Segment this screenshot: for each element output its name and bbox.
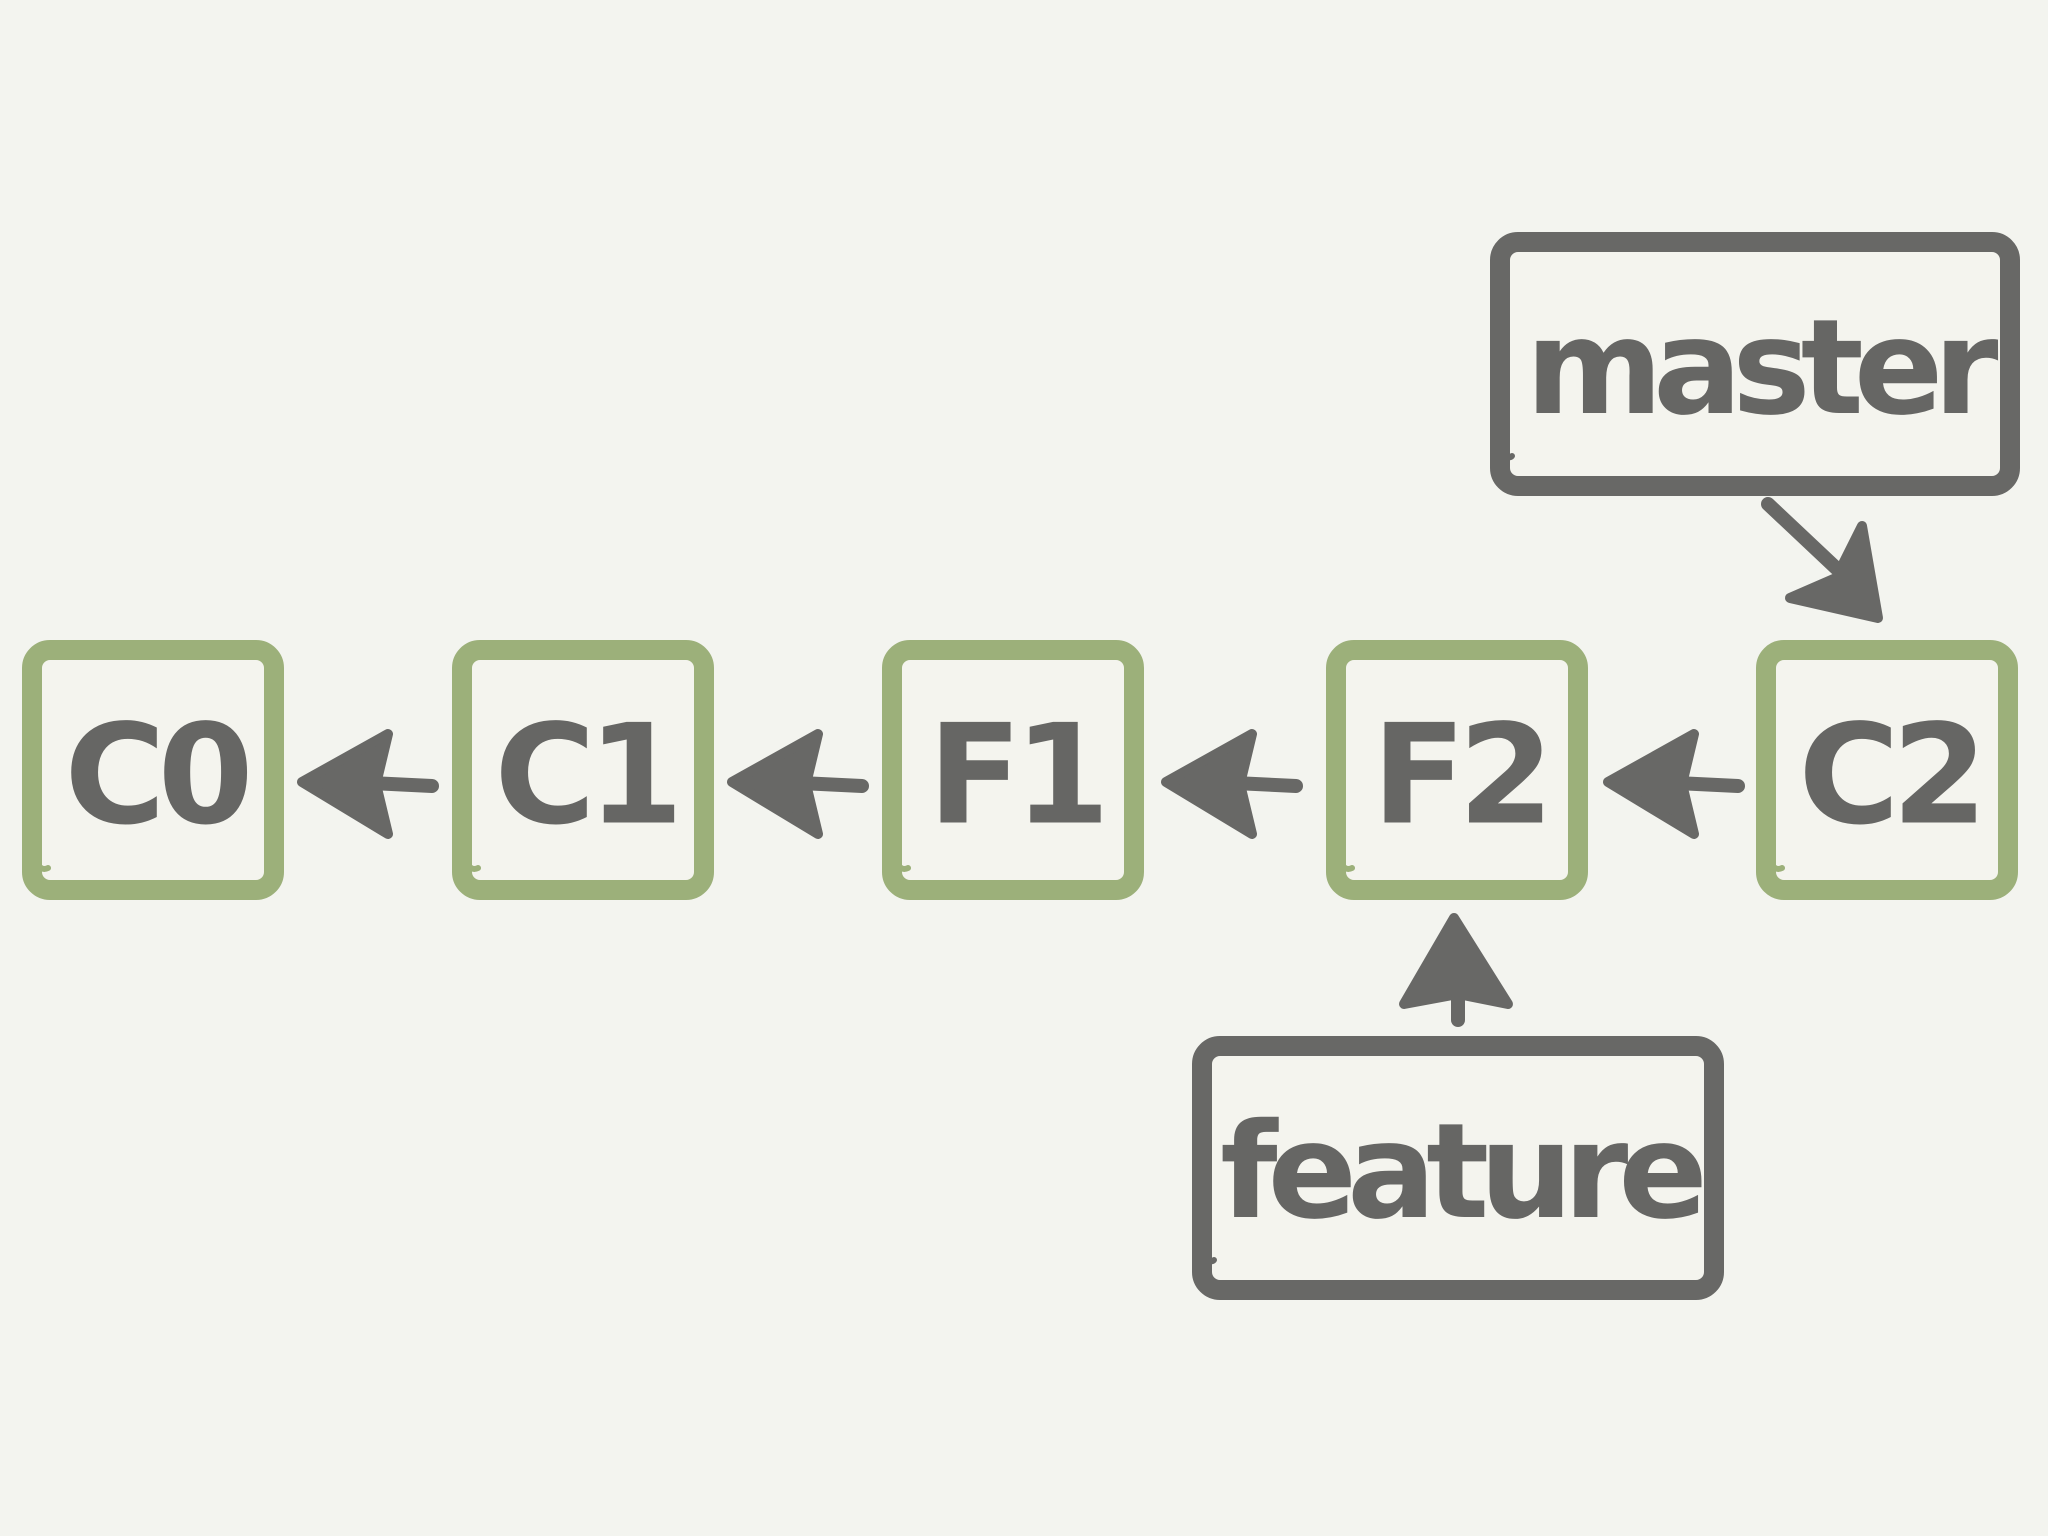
branch-arrow-master-shaft: [1761, 497, 1843, 575]
commit-label-f2: F2: [1372, 695, 1546, 856]
branch-ref-master: master: [1490, 232, 2020, 496]
commit-node-c2-sketch: [1767, 857, 2005, 893]
parent-arrow-f2-to-f1: [1161, 729, 1303, 839]
commit-node-f2: F2: [1326, 640, 1588, 900]
commit-node-f1-sketch: [893, 857, 1131, 893]
parent-arrow-c1-to-c0-head: [297, 729, 393, 839]
parent-arrow-f2-to-f1-head: [1161, 729, 1257, 839]
commit-node-f2-sketch: [1337, 857, 1575, 893]
branch-label-master: master: [1526, 291, 1999, 445]
branch-arrow-master-head: [1785, 521, 1883, 623]
branch-label-feature: feature: [1220, 1095, 1702, 1249]
branch-arrow-feature-to-f2: [1399, 913, 1513, 1027]
branch-ref-feature: feature: [1192, 1036, 1724, 1300]
commit-node-c2: C2: [1756, 640, 2018, 900]
branch-arrow-master-to-c2: [1761, 497, 1883, 623]
parent-arrow-c2-to-f2: [1603, 729, 1745, 839]
commit-node-c1: C1: [452, 640, 714, 900]
branch-ref-feature-sketch: [1203, 1241, 1711, 1293]
parent-arrow-f1-to-c1-head: [727, 729, 823, 839]
commit-node-c1-sketch: [463, 857, 701, 893]
parent-arrow-c2-to-f2-head: [1603, 729, 1699, 839]
parent-arrow-f1-to-c1: [727, 729, 869, 839]
commit-label-c2: C2: [1798, 695, 1979, 856]
commit-label-c1: C1: [494, 695, 675, 856]
commit-label-c0: C0: [64, 695, 247, 856]
commit-node-f1: F1: [882, 640, 1144, 900]
parent-arrow-c1-to-c0: [297, 729, 439, 839]
commit-label-f1: F1: [928, 695, 1102, 856]
commit-node-c0: C0: [22, 640, 284, 900]
commit-node-c0-sketch: [33, 857, 271, 893]
branch-arrow-feature-head: [1399, 913, 1513, 1009]
branch-ref-master-sketch: [1501, 437, 2007, 489]
